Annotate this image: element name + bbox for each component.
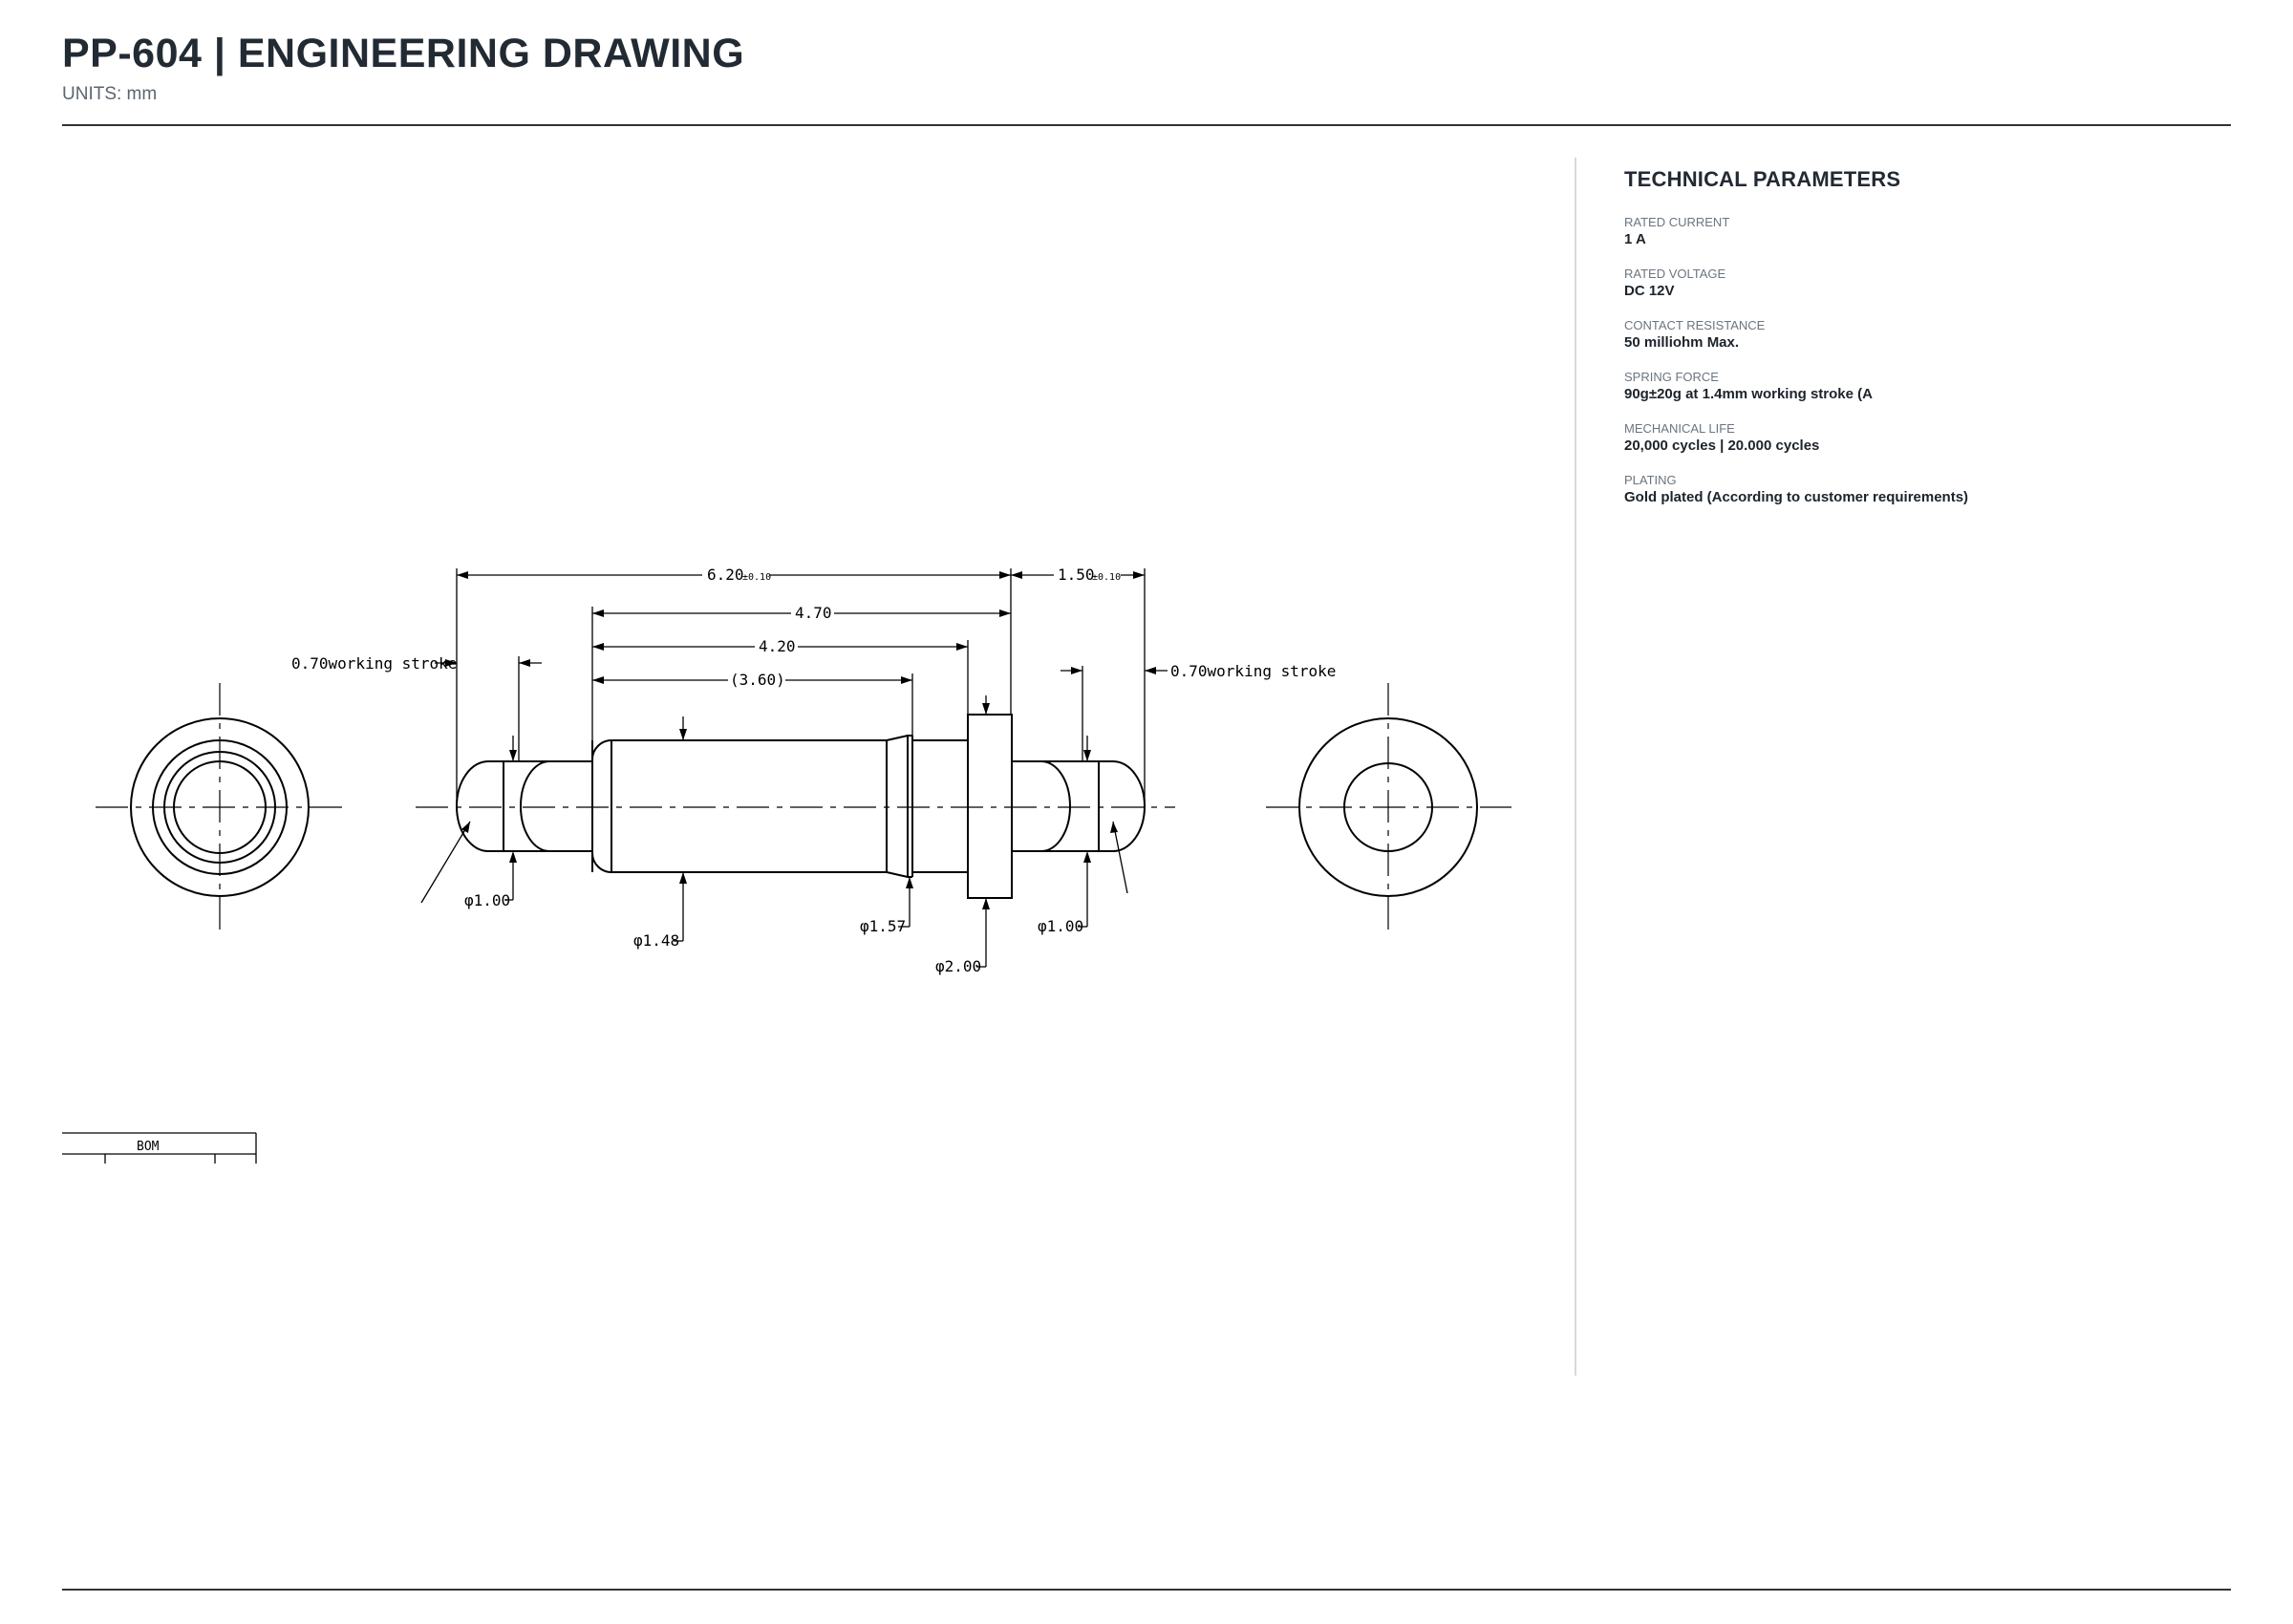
dim-470: 4.70 bbox=[795, 604, 832, 622]
panel-divider bbox=[1575, 158, 1576, 1376]
dim-tip-tolerance: ±0.10 bbox=[1092, 572, 1121, 583]
drawing-header: PP-604 | ENGINEERING DRAWING UNITS: mm bbox=[62, 29, 744, 105]
dia-100-left: φ1.00 bbox=[464, 891, 510, 909]
technical-parameters-panel: TECHNICAL PARAMETERS RATED CURRENT 1 A R… bbox=[1624, 167, 2217, 524]
param-value: 50 milliohm Max. bbox=[1624, 334, 1740, 351]
param-mechanical-life: MECHANICAL LIFE 20,000 cycles | 20.000 c… bbox=[1624, 421, 2217, 456]
dim-overall-tolerance: ±0.10 bbox=[742, 572, 771, 583]
param-rated-current: RATED CURRENT 1 A bbox=[1624, 215, 2217, 249]
param-label: PLATING bbox=[1624, 473, 1677, 487]
left-end-view bbox=[96, 683, 344, 931]
param-value: Gold plated (According to customer requi… bbox=[1624, 489, 1969, 505]
param-plating: PLATING Gold plated (According to custom… bbox=[1624, 473, 2217, 507]
dimension-arrows bbox=[445, 571, 1156, 909]
dim-tip-length: 1.50 bbox=[1058, 566, 1095, 584]
right-end-view bbox=[1266, 683, 1511, 931]
param-label: RATED CURRENT bbox=[1624, 215, 1730, 229]
dia-157: φ1.57 bbox=[860, 917, 906, 935]
param-label: MECHANICAL LIFE bbox=[1624, 421, 1735, 436]
param-spring-force: SPRING FORCE 90g±20g at 1.4mm working st… bbox=[1624, 370, 2217, 404]
dim-360: (3.60) bbox=[730, 671, 785, 689]
param-label: CONTACT RESISTANCE bbox=[1624, 318, 1766, 332]
param-label: SPRING FORCE bbox=[1624, 370, 1719, 384]
engineering-drawing: 6.20 ±0.10 1.50 ±0.10 4.70 4.20 (3.60) 0… bbox=[62, 566, 1511, 1164]
dia-148: φ1.48 bbox=[633, 931, 679, 950]
param-rated-voltage: RATED VOLTAGE DC 12V bbox=[1624, 267, 2217, 301]
param-value: DC 12V bbox=[1624, 283, 1675, 299]
dim-overall-length: 6.20 bbox=[707, 566, 744, 584]
bom-title: BOM bbox=[137, 1140, 160, 1154]
dia-200: φ2.00 bbox=[935, 957, 981, 975]
param-value: 1 A bbox=[1624, 231, 1646, 247]
header-divider bbox=[62, 124, 2231, 126]
dim-420: 4.20 bbox=[759, 637, 796, 655]
param-value: 90g±20g at 1.4mm working stroke (A bbox=[1624, 386, 1873, 402]
footer-divider bbox=[62, 1589, 2231, 1591]
units-label: UNITS: mm bbox=[62, 84, 158, 104]
dia-100-right: φ1.00 bbox=[1038, 917, 1083, 935]
param-label: RATED VOLTAGE bbox=[1624, 267, 1726, 281]
stroke-right-label: 0.70working stroke bbox=[1170, 662, 1336, 680]
param-value: 20,000 cycles | 20.000 cycles bbox=[1624, 438, 1820, 454]
param-contact-resistance: CONTACT RESISTANCE 50 milliohm Max. bbox=[1624, 318, 2217, 353]
page-title: PP-604 | ENGINEERING DRAWING bbox=[62, 31, 745, 76]
parameters-title: TECHNICAL PARAMETERS bbox=[1624, 167, 1901, 191]
bom-table bbox=[62, 1132, 257, 1164]
stroke-left-label: 0.70working stroke bbox=[291, 654, 457, 673]
pin-side-view bbox=[416, 714, 1175, 899]
